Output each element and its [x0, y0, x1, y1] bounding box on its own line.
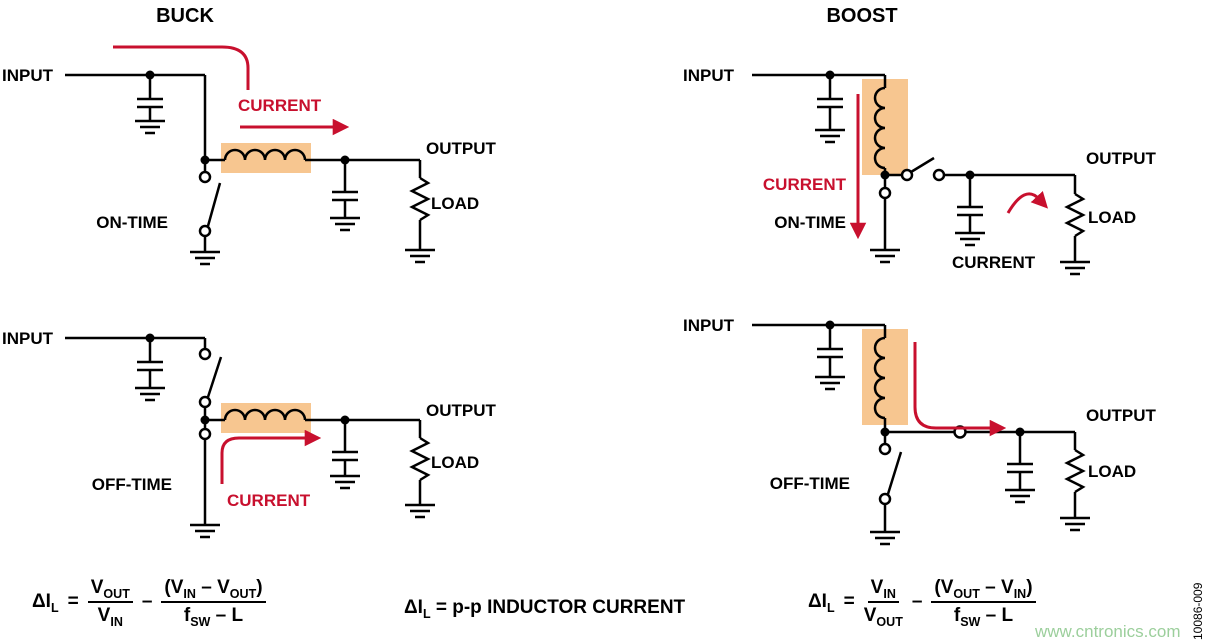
current-path [113, 45, 250, 90]
equals-sign: = [843, 590, 855, 612]
fraction-numerator: VOUT [87, 577, 133, 603]
fraction-numerator: (VOUT – VIN) [931, 577, 1036, 603]
load-label: LOAD [431, 194, 479, 213]
fraction-denominator: fSW – L [183, 604, 244, 629]
inductor-coil-symbol [873, 336, 886, 420]
buck-on-time-circuit [65, 45, 435, 266]
current-label: CURRENT [238, 96, 322, 115]
switch-terminal [198, 170, 212, 184]
buck-title: BUCK [156, 5, 214, 27]
operator-sign: – [141, 590, 153, 612]
resistor-symbol [409, 436, 431, 482]
load-label: LOAD [431, 453, 479, 472]
current-label: CURRENT [227, 491, 311, 510]
junction-dot [880, 427, 890, 437]
boost-off-time-circuit [752, 320, 1090, 546]
switch-terminal [198, 347, 212, 361]
switch-terminal [932, 168, 946, 182]
switch-terminal [198, 427, 212, 441]
buck-ripple-formula: ΔIL = VOUT VIN – (VIN – VOUT) fSW – L [32, 577, 266, 629]
fraction-denominator: VIN [97, 604, 123, 629]
load-label: LOAD [1088, 462, 1136, 481]
input-label: INPUT [2, 329, 54, 348]
fraction-denominator: fSW – L [953, 604, 1014, 629]
fraction-numerator: (VIN – VOUT) [161, 577, 266, 603]
switch-terminal [198, 224, 212, 238]
formula-lhs: ΔIL [808, 590, 835, 615]
inductor-coil-symbol [223, 148, 307, 161]
buck-off-time-circuit [65, 333, 435, 539]
junction-dot [340, 155, 350, 165]
junction-dot [825, 320, 835, 330]
figure-number: 10086-009 [1191, 582, 1205, 640]
boost-title: BOOST [826, 5, 897, 27]
current-label: CURRENT [763, 175, 847, 194]
load-current-label: CURRENT [952, 253, 1036, 272]
capacitor-plates [137, 97, 358, 202]
input-label: INPUT [683, 66, 735, 85]
junction-dot [200, 155, 210, 165]
junction-dot [145, 70, 155, 80]
switch-terminal [878, 186, 892, 200]
off-time-label: OFF-TIME [770, 474, 850, 493]
boost-ripple-formula: ΔIL = VIN VOUT – (VOUT – VIN) fSW – L [808, 577, 1036, 629]
junction-dot [825, 70, 835, 80]
equals-sign: = [67, 590, 79, 612]
off-time-label: OFF-TIME [92, 475, 172, 494]
ground-symbols [815, 128, 1090, 276]
resistor-symbol [1064, 192, 1086, 238]
input-label: INPUT [683, 316, 735, 335]
fraction-numerator: VIN [867, 577, 899, 603]
ripple-term-fraction: (VOUT – VIN) fSW – L [931, 577, 1036, 629]
on-time-label: ON-TIME [96, 213, 168, 232]
junction-dot [200, 415, 210, 425]
output-label: OUTPUT [426, 401, 497, 420]
ground-symbols [135, 386, 435, 539]
voltage-ratio-fraction: VOUT VIN [87, 577, 133, 629]
output-label: OUTPUT [426, 139, 497, 158]
output-label: OUTPUT [1086, 149, 1157, 168]
current-arrow [220, 429, 322, 484]
resistor-symbol [1064, 448, 1086, 494]
resistor-symbol [409, 176, 431, 222]
wires [65, 73, 422, 252]
watermark: www.cntronics.com [1035, 622, 1181, 641]
ground-symbols [815, 375, 1090, 546]
switch-terminal [198, 395, 212, 409]
junction-dot [1015, 427, 1025, 437]
boost-on-time-circuit [752, 70, 1090, 276]
diagram-labels: BUCK BOOST INPUT CURRENT ON-TIME OUTPUT … [2, 5, 1205, 640]
capacitor-plates [817, 347, 1033, 474]
wires [65, 336, 422, 525]
load-current-arrow [1006, 190, 1049, 214]
switch-terminal [878, 492, 892, 506]
capacitor-plates [137, 360, 358, 462]
junction-dot [145, 333, 155, 343]
on-time-label: ON-TIME [774, 213, 846, 232]
switch-terminal [900, 168, 914, 182]
inductor-current-legend: ΔIL = p-p INDUCTOR CURRENT [404, 597, 686, 621]
junction-dot [880, 170, 890, 180]
operator-sign: – [911, 590, 923, 612]
junction-dot [965, 170, 975, 180]
fraction-denominator: VOUT [863, 604, 903, 629]
formula-lhs: ΔIL [32, 590, 59, 615]
junction-dot [340, 415, 350, 425]
wires [752, 73, 1077, 262]
current-arrow [913, 342, 1007, 437]
output-label: OUTPUT [1086, 406, 1157, 425]
input-label: INPUT [2, 66, 54, 85]
ground-symbols [135, 119, 435, 266]
voltage-ratio-fraction: VIN VOUT [863, 577, 903, 629]
inductor-coil-symbol [223, 408, 307, 421]
ripple-term-fraction: (VIN – VOUT) fSW – L [161, 577, 266, 629]
switch-terminal [878, 442, 892, 456]
load-label: LOAD [1088, 208, 1136, 227]
capacitor-plates [817, 97, 983, 217]
inductor-coil-symbol [873, 86, 886, 170]
